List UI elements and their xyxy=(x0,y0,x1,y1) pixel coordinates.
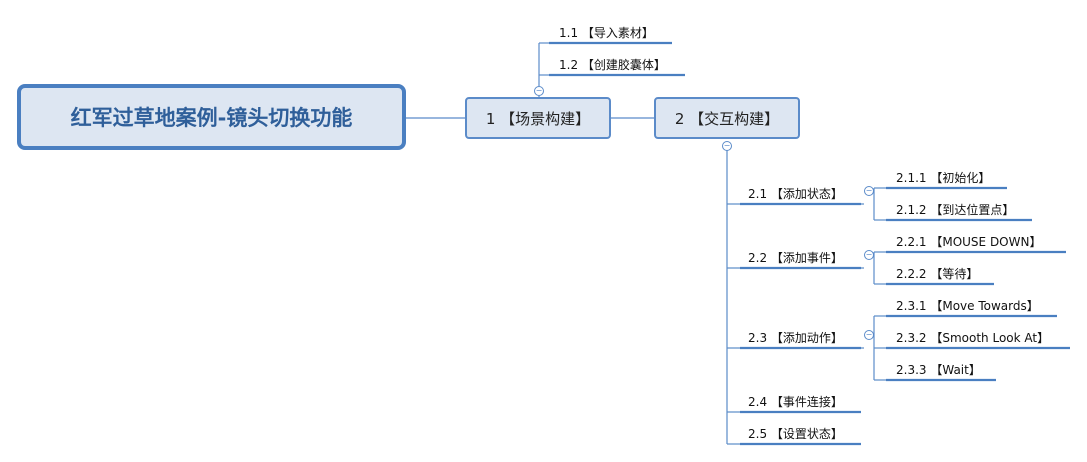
subtopic-create-capsule[interactable]: 1.2 【创建胶囊体】 xyxy=(559,58,666,72)
collapse-toggle-events[interactable]: − xyxy=(864,250,874,260)
subtopic-mouse-down[interactable]: 2.2.1 【MOUSE DOWN】 xyxy=(896,235,1042,249)
subtopic-arrive-point[interactable]: 2.1.2 【到达位置点】 xyxy=(896,203,1015,217)
subtopic-set-state[interactable]: 2.5 【设置状态】 xyxy=(748,427,843,441)
root-topic[interactable]: 红军过草地案例-镜头切换功能 xyxy=(17,84,406,150)
collapse-toggle-states[interactable]: − xyxy=(864,186,874,196)
subtopic-move-towards[interactable]: 2.3.1 【Move Towards】 xyxy=(896,299,1039,313)
subtopic-import-assets[interactable]: 1.1 【导入素材】 xyxy=(559,26,654,40)
collapse-toggle-interaction[interactable]: − xyxy=(722,141,732,151)
subtopic-init[interactable]: 2.1.1 【初始化】 xyxy=(896,171,991,185)
topic-label: 2 【交互构建】 xyxy=(674,109,780,128)
subtopic-add-actions[interactable]: 2.3 【添加动作】 xyxy=(748,331,843,345)
topic-interaction-build[interactable]: 2 【交互构建】 xyxy=(654,97,800,139)
subtopic-event-link[interactable]: 2.4 【事件连接】 xyxy=(748,395,843,409)
subtopic-smooth-look-at[interactable]: 2.3.2 【Smooth Look At】 xyxy=(896,331,1050,345)
collapse-toggle-actions[interactable]: − xyxy=(864,330,874,340)
subtopic-add-states[interactable]: 2.1 【添加状态】 xyxy=(748,187,843,201)
subtopic-wait-action[interactable]: 2.3.3 【Wait】 xyxy=(896,363,981,377)
root-topic-label: 红军过草地案例-镜头切换功能 xyxy=(70,106,353,130)
collapse-toggle-scene[interactable]: − xyxy=(534,86,544,96)
topic-scene-build[interactable]: 1 【场景构建】 xyxy=(465,97,611,139)
subtopic-wait-event[interactable]: 2.2.2 【等待】 xyxy=(896,267,979,281)
topic-label: 1 【场景构建】 xyxy=(485,109,591,128)
subtopic-add-events[interactable]: 2.2 【添加事件】 xyxy=(748,251,843,265)
